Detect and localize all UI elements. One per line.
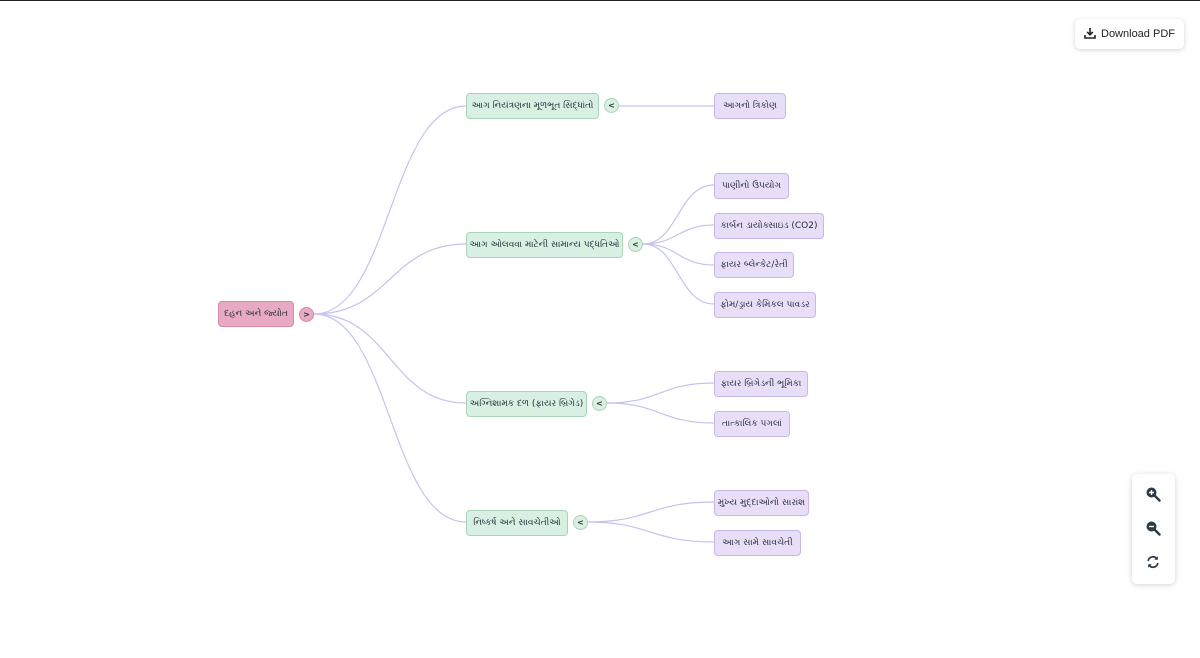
leaf-node-key-points-summary[interactable]: મુખ્ય મુદ્દાઓનો સારાંશ — [714, 490, 809, 516]
branch-node-conclusion-precautions[interactable]: નિષ્કર્ષ અને સાવચેતીઓ — [466, 510, 568, 536]
link-root-branch-2 — [313, 243, 467, 315]
zoom-in-button[interactable] — [1143, 484, 1163, 504]
zoom-out-button[interactable] — [1143, 518, 1163, 538]
branch-node-fire-control-principles[interactable]: આગ નિયંત્રણના મૂળભૂત સિદ્ધાંતો — [466, 93, 599, 119]
reset-view-button[interactable] — [1143, 552, 1163, 572]
link-b2-leaf-4 — [642, 243, 715, 305]
download-pdf-label: Download PDF — [1101, 28, 1175, 40]
zoom-out-icon — [1146, 521, 1161, 536]
link-b2-leaf-2 — [642, 224, 715, 245]
branch-2-collapse-toggle[interactable]: < — [628, 237, 643, 252]
link-root-branch-4 — [313, 313, 467, 523]
root-node[interactable]: દહન અને જ્યોત — [218, 301, 294, 327]
leaf-node-water-use[interactable]: પાણીનો ઉપયોગ — [714, 173, 789, 199]
zoom-controls — [1132, 474, 1175, 584]
leaf-node-fire-blanket-sand[interactable]: ફાયર બ્લેન્કેટ/રેતી — [714, 252, 794, 278]
download-pdf-button[interactable]: Download PDF — [1075, 19, 1184, 49]
branch-1-collapse-toggle[interactable]: < — [604, 98, 619, 113]
leaf-node-fire-brigade-role[interactable]: ફાયર બ્રિગેડની ભૂમિકા — [714, 371, 808, 397]
branch-4-collapse-toggle[interactable]: < — [573, 515, 588, 530]
download-icon — [1084, 27, 1096, 42]
link-b3-leaf-2 — [606, 402, 715, 424]
link-root-branch-1 — [313, 105, 467, 315]
zoom-in-icon — [1146, 487, 1161, 502]
root-collapse-toggle[interactable]: > — [299, 307, 314, 322]
link-b2-leaf-1 — [642, 184, 715, 245]
leaf-node-immediate-steps[interactable]: તાત્કાલિક પગલાં — [714, 411, 790, 437]
branch-node-fire-brigade[interactable]: અગ્નિશામક દળ (ફાયર બ્રિગેડ) — [466, 391, 587, 417]
leaf-node-carbon-dioxide[interactable]: કાર્બન ડાયોક્સાઇડ (CO2) — [714, 213, 824, 239]
link-root-branch-3 — [313, 313, 467, 404]
branch-3-collapse-toggle[interactable]: < — [592, 396, 607, 411]
link-b4-leaf-2 — [587, 521, 715, 543]
refresh-icon — [1147, 555, 1159, 569]
link-b4-leaf-1 — [587, 501, 715, 523]
link-b2-leaf-3 — [642, 243, 715, 266]
leaf-node-fire-precautions[interactable]: આગ સામે સાવચેતી — [714, 530, 801, 556]
leaf-node-foam-dry-chemical[interactable]: ફોમ/ડ્રાય કેમિકલ પાવડર — [714, 292, 816, 318]
branch-node-extinguishing-methods[interactable]: આગ ઓલવવા માટેની સામાન્ય પદ્ધતિઓ — [466, 232, 623, 258]
link-b3-leaf-1 — [606, 382, 715, 404]
leaf-node-fire-triangle[interactable]: આગનો ત્રિકોણ — [714, 93, 786, 119]
